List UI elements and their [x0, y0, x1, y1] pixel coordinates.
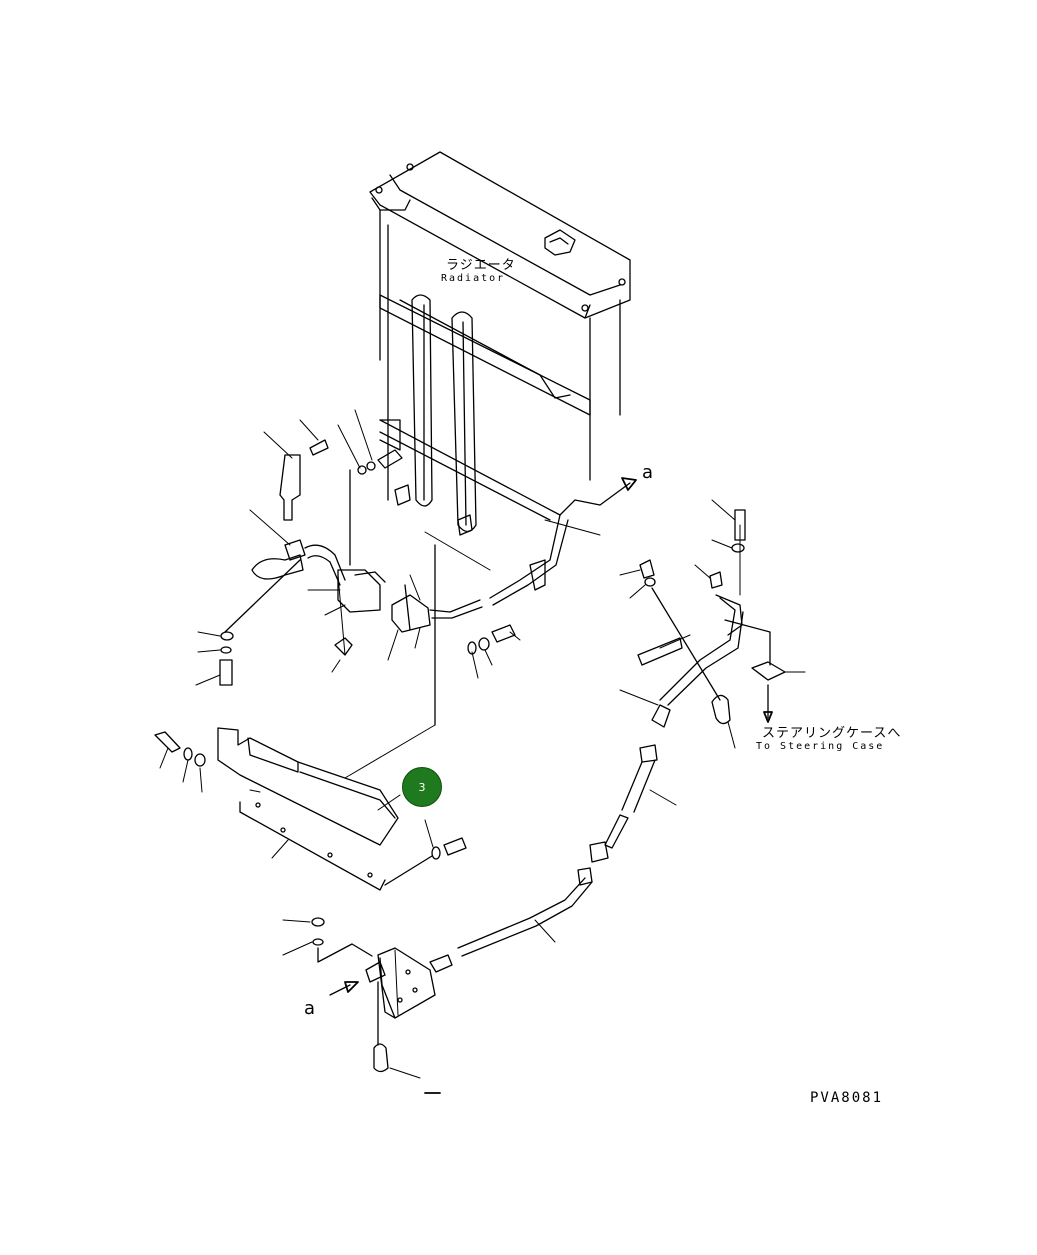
- radiator-label-en: Radiator: [441, 273, 506, 284]
- arrow-ref-a-bottom: a: [304, 998, 316, 1019]
- radiator-label-jp: ラジエータ: [446, 258, 516, 273]
- center-right-fasteners: [467, 624, 521, 679]
- oil-cooler-coils: [411, 294, 477, 533]
- lower-block: [282, 917, 453, 1094]
- steering-tubes: [619, 499, 806, 749]
- guard-plate: [154, 727, 467, 891]
- steering-label-jp: ステアリングケースへ: [762, 726, 902, 741]
- drawing-code: PVA8081: [810, 1090, 884, 1106]
- valve-cluster: [307, 469, 431, 673]
- upper-bolts: [337, 409, 473, 536]
- left-bracket: [224, 419, 346, 633]
- arrow-ref-a-top: a: [642, 462, 654, 483]
- center-leader: [344, 531, 491, 779]
- cooler-tubes: [379, 419, 637, 619]
- radiator: [369, 151, 631, 501]
- lower-hose: [457, 744, 677, 957]
- part-callout-3[interactable]: 3: [402, 767, 442, 807]
- steering-label-en: To Steering Case: [756, 741, 885, 752]
- left-fasteners: [195, 631, 234, 686]
